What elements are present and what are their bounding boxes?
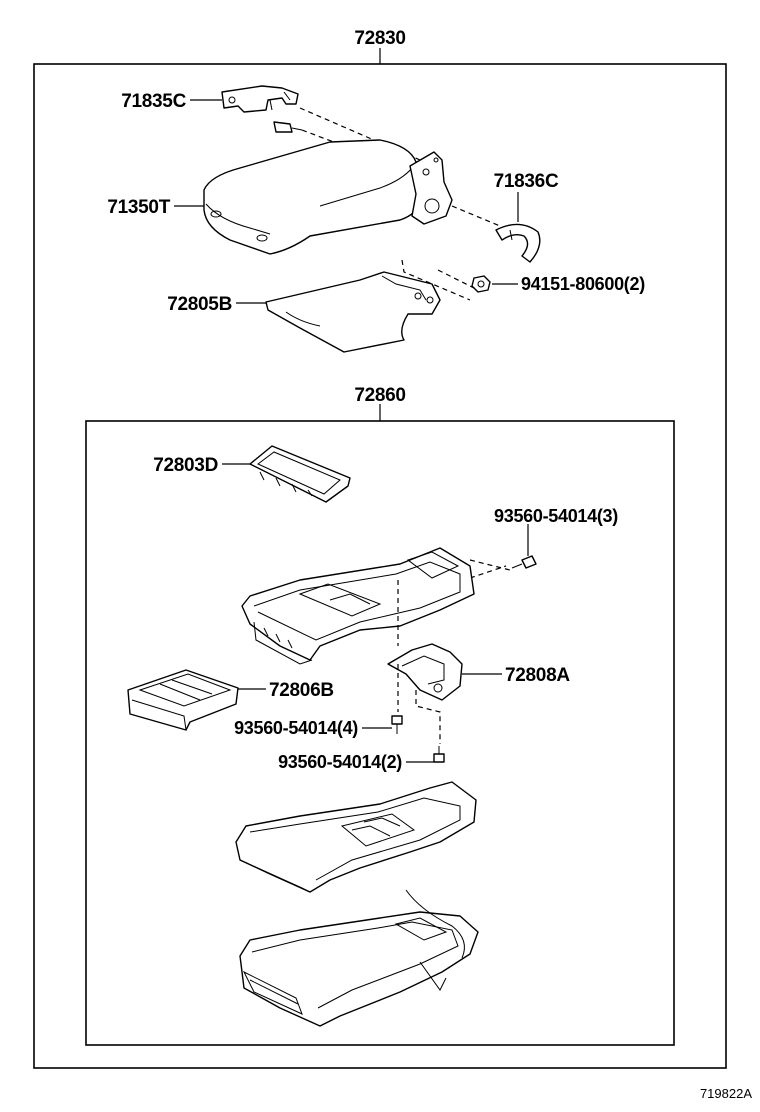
nut-part xyxy=(471,275,491,293)
lock-bracket-label[interactable]: 72808A xyxy=(505,665,571,686)
hinge-cover-part xyxy=(495,223,541,263)
lock-bracket-part xyxy=(387,643,463,701)
console-base-lower-part xyxy=(239,889,479,1027)
assembly-top-label[interactable]: 72830 xyxy=(354,28,406,49)
tray-insert-part xyxy=(249,445,351,503)
front-pocket-label[interactable]: 72806B xyxy=(269,680,334,701)
screw-lower-part xyxy=(433,746,445,763)
lid-lower-panel-label[interactable]: 72805B xyxy=(167,294,232,315)
lid-lower-panel-part xyxy=(265,271,441,353)
tray-insert-label[interactable]: 72803D xyxy=(153,455,218,476)
screw-upper-dash xyxy=(469,559,511,579)
nut-dash xyxy=(401,259,471,301)
lid-label[interactable]: 71350T xyxy=(107,197,171,218)
screw-mid-part xyxy=(391,715,403,734)
lock-bracket-dash xyxy=(397,664,441,744)
assembly-bottom-frame xyxy=(85,420,675,1046)
hinge-bracket-label[interactable]: 71835C xyxy=(121,91,187,112)
screw-upper-part xyxy=(511,555,537,569)
hinge-cover-label[interactable]: 71836C xyxy=(494,171,560,192)
lid-hinge-dash xyxy=(451,205,501,227)
nut-label[interactable]: 94151-80600(2) xyxy=(521,274,646,294)
illustration-ref: 719822A xyxy=(700,1086,752,1101)
hinge-screw-dash xyxy=(301,129,361,153)
screw-mid-label[interactable]: 93560-54014(4) xyxy=(234,718,359,738)
console-base-upper-part xyxy=(235,781,477,893)
screw-upper-label[interactable]: 93560-54014(3) xyxy=(494,506,619,526)
assembly-top-frame xyxy=(33,63,727,1069)
nut-dash-2 xyxy=(437,269,479,291)
lid-part xyxy=(203,139,453,255)
hinge-bracket-part xyxy=(221,85,299,113)
front-pocket-part xyxy=(127,669,239,731)
screw-lower-label[interactable]: 93560-54014(2) xyxy=(278,752,403,772)
hinge-screw-part xyxy=(273,121,303,133)
console-body-part xyxy=(241,547,475,665)
assembly-bottom-label[interactable]: 72860 xyxy=(354,385,406,406)
